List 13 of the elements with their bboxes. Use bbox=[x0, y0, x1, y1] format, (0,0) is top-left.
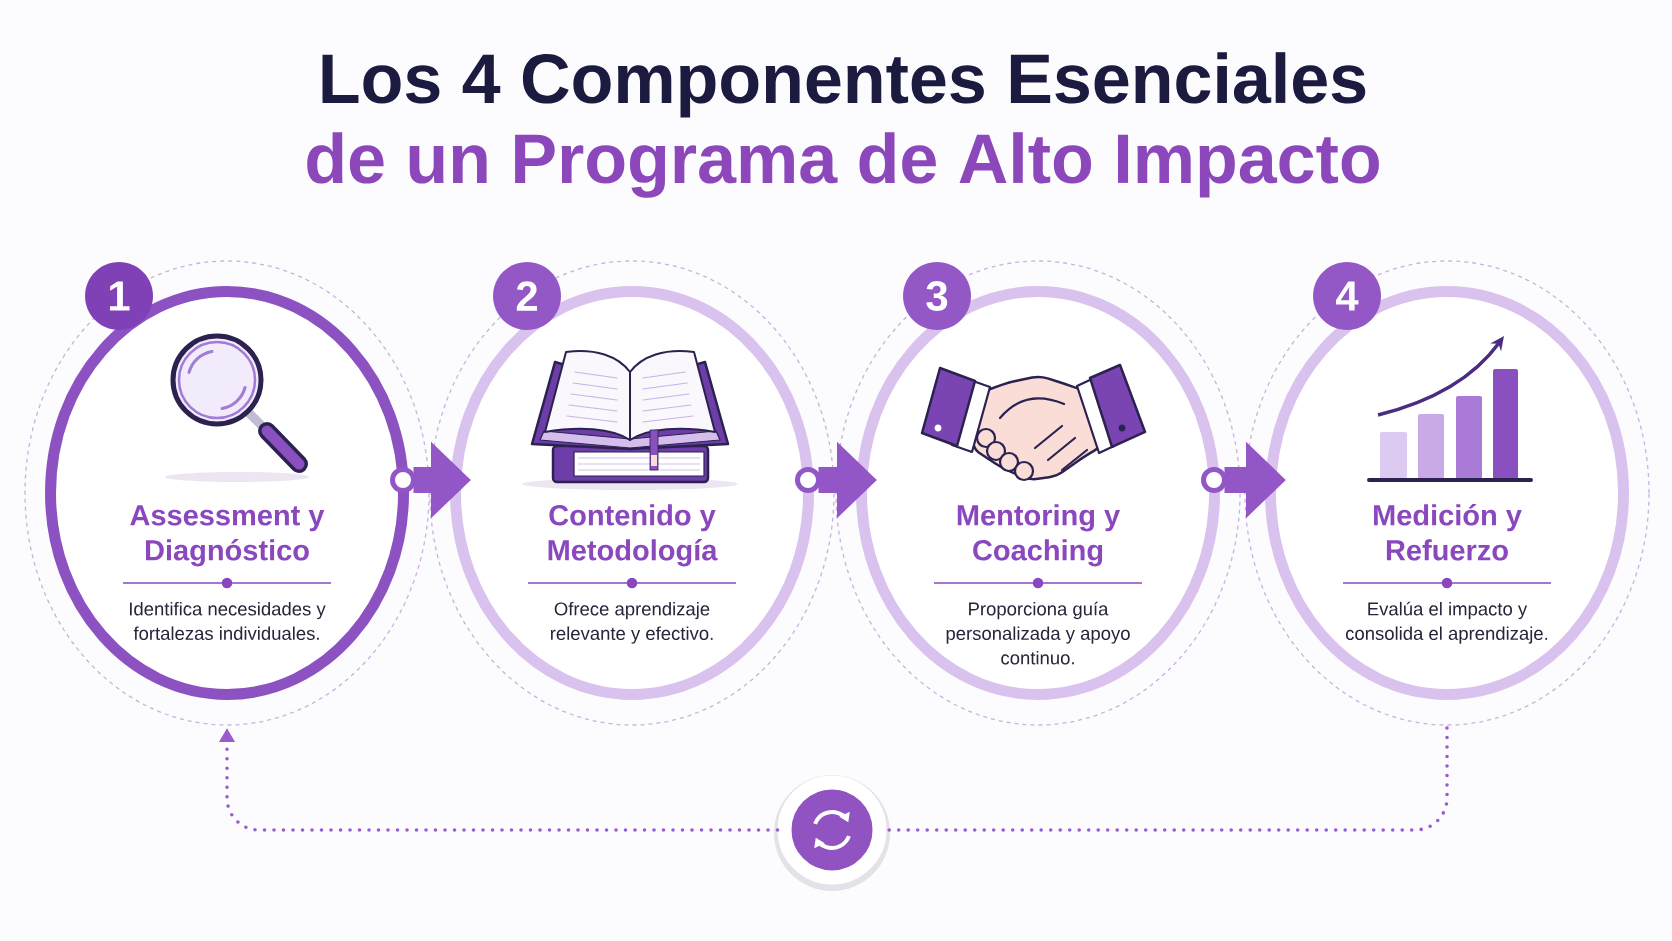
step-description: Proporciona guía personalizada y apoyo continuo. bbox=[946, 601, 1130, 665]
step-heading: Medición y Refuerzo bbox=[1374, 504, 1522, 561]
step-heading: Assessment y Diagnóstico bbox=[130, 505, 325, 567]
number-badge: 1 bbox=[85, 262, 153, 330]
step-description: Identifica necesidades y fortalezas individuales. bbox=[130, 601, 326, 640]
step-description: Ofrece aprendizaje relevante y efectivo. bbox=[550, 601, 713, 644]
step-heading: Contenido y Metodología bbox=[548, 504, 718, 567]
number-badge: 4 bbox=[1313, 262, 1381, 330]
number-badge: 2 bbox=[493, 262, 561, 330]
number-badge: 3 bbox=[903, 262, 971, 330]
step-heading: Mentoring y Coaching bbox=[957, 504, 1120, 567]
title: Los 4 Componentes Esenciales de un Programa de Alto Impacto bbox=[307, 52, 1379, 198]
step-description: Evalúa el impacto y consolida el aprendizaje. bbox=[1346, 601, 1548, 644]
